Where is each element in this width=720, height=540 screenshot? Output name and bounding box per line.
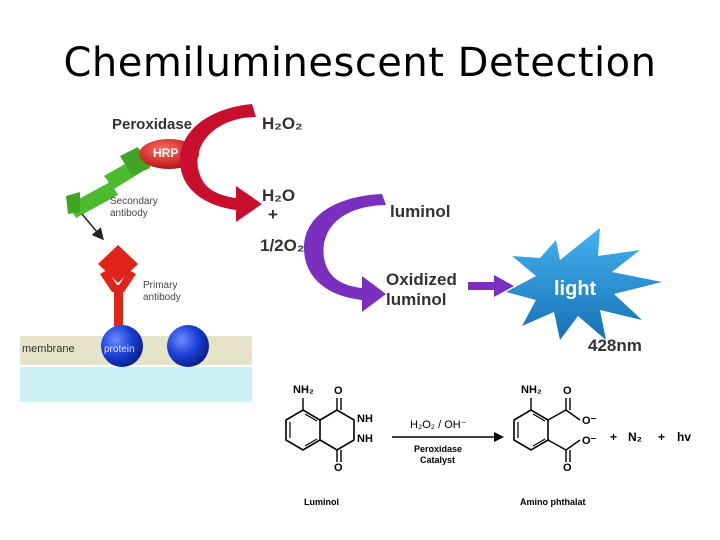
aminophthalate-nh2-label: NH₂	[521, 384, 542, 396]
luminol-nh-bottom: NH	[357, 433, 373, 445]
protein-label: protein	[104, 344, 135, 355]
light-burst	[506, 228, 662, 340]
primary-antibody-label-line1: Primary	[143, 280, 178, 291]
carboxylate-o-bottom: O	[563, 462, 572, 474]
aminophthalate-ring-inner3	[532, 438, 546, 447]
secondary-antibody-label-line2: antibody	[110, 208, 148, 219]
product-plus-2: +	[658, 430, 666, 444]
primary-antibody-diamond	[98, 245, 138, 283]
reagent-label: H₂O₂ / OH⁻	[410, 419, 467, 431]
secondary-antibody-tip	[120, 147, 150, 176]
luminol-name: Luminol	[304, 497, 339, 507]
half-o2-label: 1/2O₂	[260, 236, 305, 255]
carboxylate-ominus-top: O⁻	[582, 415, 597, 427]
aminophthalate-benzene-ring	[513, 409, 549, 451]
purple-curved-arrow	[304, 194, 386, 312]
hrp-label: HRP	[153, 146, 179, 160]
protein-sphere-1	[101, 325, 143, 367]
n2-label: N₂	[628, 430, 642, 444]
product-plus-1: +	[610, 430, 618, 444]
carboxylate-top-o	[565, 409, 581, 421]
primary-antibody-stem	[114, 292, 123, 326]
aminophthalate-ring-inner2	[532, 413, 546, 422]
catalyst-label-line1: Peroxidase	[414, 444, 463, 454]
luminol-hydrazide-ring	[319, 409, 355, 451]
binding-arrow	[81, 213, 104, 241]
h2o-label: H₂O	[262, 186, 296, 205]
luminol-label: luminol	[390, 202, 451, 221]
oxidized-label-line1: Oxidized	[386, 270, 457, 289]
primary-antibody-arms	[100, 270, 136, 292]
carboxylate-top-bond	[547, 409, 567, 421]
peroxidase-label: Peroxidase	[112, 116, 193, 133]
luminol-nh2-label: NH₂	[293, 384, 314, 396]
membrane-label: membrane	[22, 343, 75, 355]
hv-label: hv	[677, 430, 692, 444]
oxidized-label-line2: luminol	[386, 290, 447, 309]
protein-sphere-2	[167, 325, 209, 367]
red-curved-arrow	[180, 104, 262, 222]
luminol-benzene-ring	[285, 409, 321, 451]
page-title: Chemiluminescent Detection	[63, 40, 657, 86]
luminol-o-top: O	[334, 385, 343, 397]
secondary-antibody-label-line1: Secondary	[110, 196, 158, 207]
luminol-o-bottom: O	[334, 462, 343, 474]
h2o2-label: H₂O₂	[262, 114, 303, 133]
aminophthalate-name: Amino phthalat	[520, 497, 586, 507]
membrane-lower	[20, 366, 252, 402]
catalyst-label-line2: Catalyst	[420, 455, 456, 465]
luminol-nh-top: NH	[357, 413, 373, 425]
luminol-ring-inner2	[304, 413, 318, 422]
light-label: light	[554, 278, 597, 300]
carboxylate-o-top: O	[563, 385, 572, 397]
carboxylate-bot-bond	[547, 439, 567, 451]
plus-label: +	[268, 205, 278, 224]
carboxylate-bot-o	[565, 439, 581, 451]
secondary-antibody-arm1	[68, 182, 118, 218]
reaction-arrow-head	[494, 432, 504, 442]
primary-antibody-label-line2: antibody	[143, 292, 181, 303]
carboxylate-ominus-bottom: O⁻	[582, 435, 597, 447]
purple-straight-arrow-shaft	[468, 282, 496, 290]
secondary-antibody-end	[66, 192, 80, 214]
luminol-ring-inner3	[304, 438, 318, 447]
purple-straight-arrow-head	[494, 275, 514, 297]
wavelength-label: 428nm	[588, 336, 642, 355]
